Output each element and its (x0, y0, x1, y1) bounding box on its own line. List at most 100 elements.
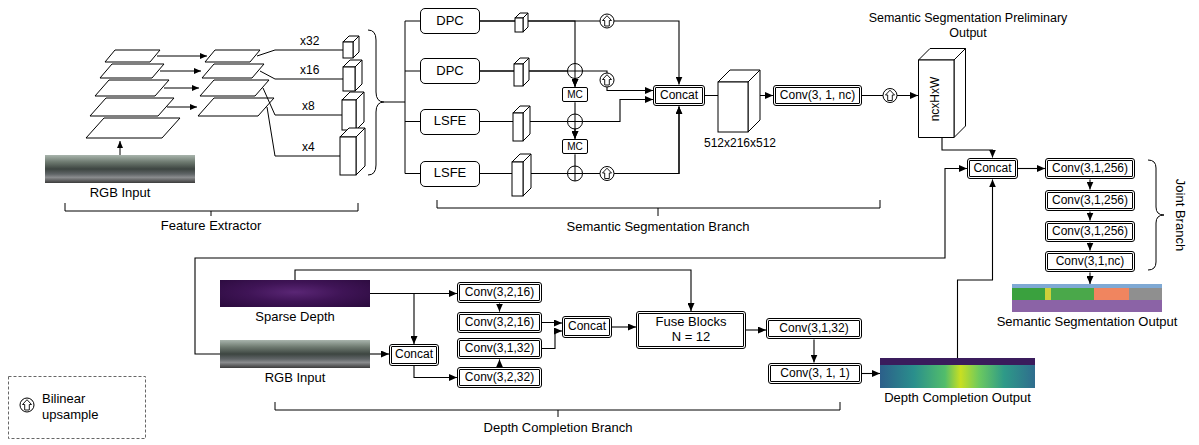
feature-map-block (718, 82, 748, 132)
node-label: Conv(3, 1, 1) (780, 367, 849, 381)
layer-box: Conv(3,1,256) (1045, 221, 1135, 243)
upsample-symbol (20, 14, 897, 412)
annotation-label: Semantic Segmentation Preliminary Output (854, 11, 1082, 41)
encoder-stack (202, 64, 264, 78)
feature-map-block (513, 113, 523, 141)
layer-box: Conv(3,1,32) (766, 318, 862, 340)
annotation-label: x4 (302, 140, 315, 154)
feature-block: ncxHxW (918, 48, 966, 138)
image-panel: RGB Input (220, 340, 370, 368)
legend-frame (9, 377, 146, 439)
encoder-stack (100, 64, 164, 78)
module-box: LSFE (420, 161, 480, 187)
layer-box: Conv(3,2,16) (457, 282, 542, 304)
bracket (384, 21, 420, 174)
connector (958, 179, 993, 358)
encoder-stack (198, 98, 274, 116)
image-caption: RGB Input (90, 186, 151, 201)
node-label: Conv(3,2,32) (465, 371, 534, 385)
node-label: Concat (395, 348, 433, 362)
legend-text: Bilinear upsample (42, 391, 117, 422)
encoder-stack (95, 80, 169, 96)
annotation-label: Depth Completion Branch (484, 420, 633, 436)
encoder-stack (86, 50, 274, 138)
node-label: Conv(3,1,32) (779, 322, 848, 336)
feature-wires (167, 107, 197, 108)
node-label: Conv(3,1,256) (1052, 162, 1128, 176)
connector (1018, 168, 1045, 169)
connector (1089, 211, 1090, 220)
module-box: DPC (420, 58, 480, 84)
annotation-label: Semantic Segmentation Branch (567, 219, 750, 235)
connector (370, 353, 389, 354)
annotation-label: x32 (300, 34, 319, 48)
connector (195, 169, 967, 355)
connector (542, 331, 562, 349)
feature-wires (267, 107, 340, 156)
bracket (65, 21, 1164, 417)
image-caption: Depth Completion Output (884, 391, 1031, 406)
connector (480, 100, 653, 122)
image-panel: RGB Input (45, 155, 195, 183)
module-box: LSFE (420, 109, 480, 135)
feature-wires (263, 88, 342, 115)
encoder-stack (105, 50, 160, 62)
feature-wires (157, 56, 207, 57)
feature-map-block (514, 64, 523, 86)
feature-map-block (512, 13, 760, 196)
block-face (919, 60, 955, 138)
node-label: Conv(3,2,16) (465, 316, 534, 330)
node-label: Conv(3,1,nc) (1056, 255, 1125, 269)
layer-box: Concat (653, 85, 705, 107)
connector (414, 366, 457, 378)
annotation-label: Feature Extractor (161, 218, 261, 234)
node-label: Fuse Blocks N = 12 (651, 315, 731, 345)
sum-symbol (568, 166, 583, 181)
node-label: MC (567, 89, 583, 101)
node-label: ncxHxW (929, 77, 943, 122)
image-thumbnail (1012, 284, 1162, 312)
connector (499, 359, 500, 366)
bracket (1148, 160, 1164, 270)
node-label: LSFE (434, 114, 467, 129)
layer-box: Concat (967, 158, 1018, 180)
connector (746, 329, 766, 330)
sum-symbol (568, 64, 583, 182)
connector (942, 138, 993, 158)
layer-box: Concat (562, 316, 612, 338)
bracket (368, 30, 384, 175)
layer-box: Conv(3,2,32) (457, 367, 542, 389)
annotation-label: 512x216x512 (704, 136, 776, 150)
sum-symbol (568, 64, 583, 79)
connector (1089, 179, 1090, 189)
module-box: DPC (420, 8, 480, 34)
node-label: Concat (660, 89, 698, 103)
feature-map-block (353, 36, 359, 58)
feature-map-block (340, 36, 365, 175)
encoder-stack (86, 118, 180, 138)
upsample-symbol (600, 14, 614, 28)
connector (370, 293, 457, 294)
block-face (954, 49, 966, 138)
layer-box: Conv(3, 1, nc) (773, 85, 862, 107)
connector (1089, 272, 1090, 284)
connector (612, 326, 636, 327)
upsample-symbol (20, 398, 34, 412)
feature-map-block (523, 58, 529, 86)
annotation-label: Joint Branch (1172, 179, 1188, 251)
image-thumbnail (220, 280, 370, 307)
upsample-symbol (600, 167, 614, 181)
node-label: Conv(3,1,256) (1052, 225, 1128, 239)
layer-box: Fuse Blocks N = 12 (636, 311, 746, 349)
layer-box: Conv(3,2,16) (457, 312, 542, 334)
layer-box: Conv(3,1,256) (1045, 158, 1135, 180)
node-label: Concat (568, 320, 606, 334)
connector (370, 294, 414, 345)
layer-box: Conv(3, 1, 1) (768, 363, 862, 385)
upsample-symbol (883, 89, 897, 103)
mc-box: MC (562, 139, 588, 155)
bracket (275, 402, 840, 417)
annotation-label: x8 (302, 99, 315, 113)
node-label: MC (567, 141, 583, 153)
feature-map-block (512, 162, 523, 196)
